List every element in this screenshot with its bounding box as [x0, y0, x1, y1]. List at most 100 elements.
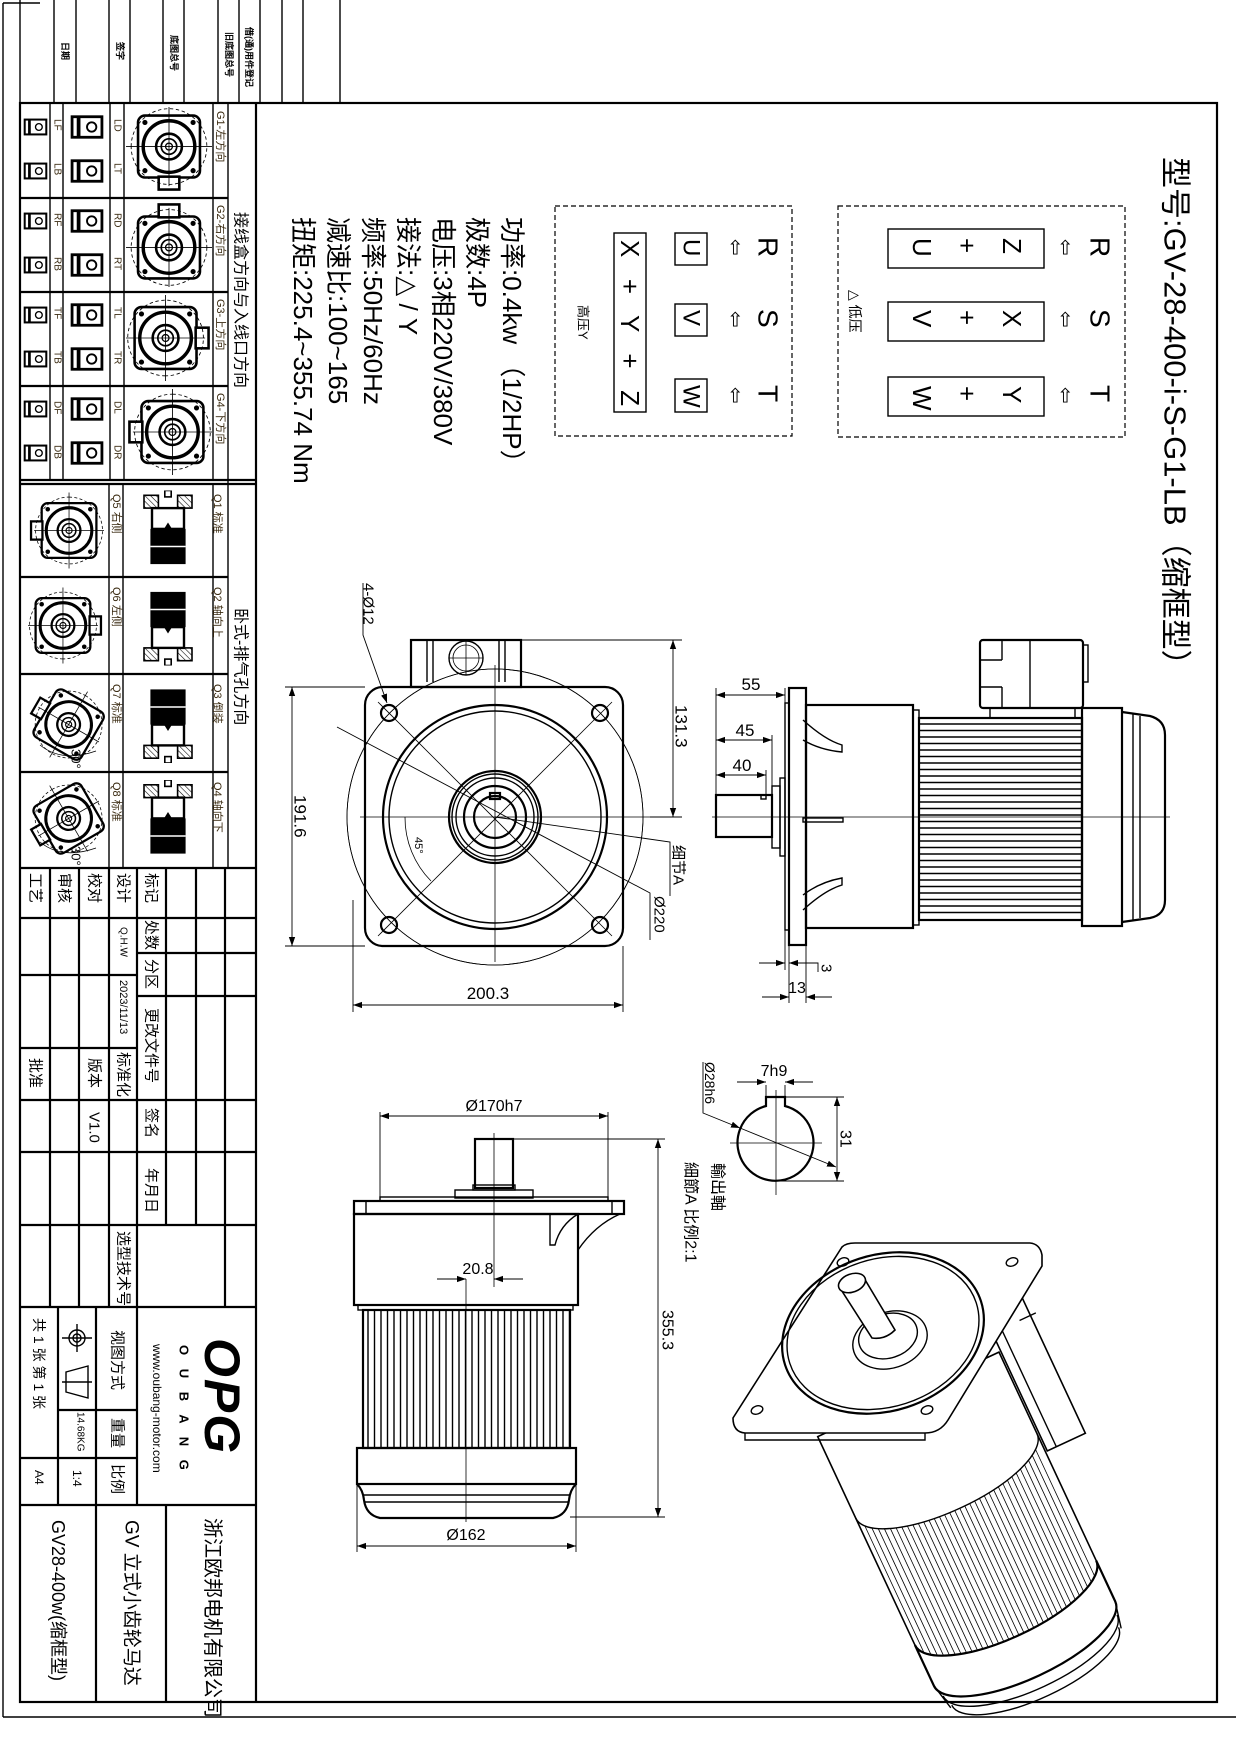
terminal-box-side-icon [70, 159, 104, 183]
top-position-label: Q8 标准 [110, 782, 124, 822]
side-position-label: Q2 轴向上 [211, 587, 225, 638]
side-mount-icon [142, 590, 194, 666]
side-mount-icon [142, 688, 194, 763]
terminal-label: S [1085, 309, 1116, 328]
terminal-label: R [753, 237, 784, 257]
terminal-label: S [753, 309, 784, 328]
fin-line [993, 1489, 1054, 1617]
angle-label: 30° [69, 749, 84, 769]
fin-line [1015, 1472, 1076, 1600]
dim-20-8: 20.8 [462, 1261, 493, 1278]
spec-line: 扭矩:225.4~355.74 Nm [288, 217, 318, 484]
fin-line [917, 1523, 978, 1651]
angle-arc [39, 744, 97, 757]
isometric-view [732, 1242, 1122, 1716]
sheet-frame [2, 2, 1236, 1718]
arrow-icon: ⇦ [1054, 387, 1076, 404]
side-mount-icon [142, 490, 194, 566]
connection-terminal: X [997, 310, 1027, 327]
side-code-label: RT [112, 257, 123, 270]
role-review: 审核 [56, 873, 73, 903]
connection-box [674, 303, 708, 337]
arrow-icon: ⇦ [1054, 311, 1076, 328]
fin-line [949, 1512, 1010, 1640]
fin-line [907, 1525, 967, 1654]
dim-28h6: Ø28h6 [702, 1062, 718, 1104]
angle-label: 30° [69, 846, 84, 866]
terminal-box-end-icon [23, 400, 48, 418]
side-code-label: LD [112, 119, 123, 132]
side-code-label: LT [112, 163, 123, 174]
fin-line [928, 1520, 989, 1648]
fin-line [1028, 1460, 1089, 1588]
low-voltage-terminal: R⇦Z+U [887, 228, 1116, 269]
fin-line [864, 1525, 925, 1654]
table-title: 卧式-排气孔方向 [232, 608, 250, 725]
fin-line [959, 1508, 1020, 1636]
terminal-box-end-icon [23, 162, 48, 180]
elevation-view: Ø170h7 20.8 355.3 Ø162 [352, 1098, 676, 1552]
fin-line [939, 1516, 1000, 1644]
side-position-label: Q1 标准 [211, 494, 225, 534]
company-logo: OPG O U B A N G [177, 1338, 251, 1475]
bolt-holes [379, 703, 610, 935]
terminal-box-end-icon [23, 444, 48, 462]
star-connection: X + Y + Z [615, 240, 645, 406]
flange-front-icon [126, 202, 212, 287]
fin-line [944, 1514, 1005, 1642]
detail-caption-scale: 細節A 比例2:1 [682, 1162, 700, 1263]
side-mount-icon [142, 780, 194, 855]
low-voltage-label: △ 低压 [847, 290, 863, 333]
side-position-label: Q3 倒装 [211, 684, 224, 724]
side-view: 55 45 40 13 3 [712, 638, 1170, 1003]
dim-7h9: 7h9 [761, 1063, 788, 1080]
sheet-count: 共 1 张 第 1 张 [31, 1318, 47, 1409]
arrow-icon: ⇦ [1054, 239, 1076, 256]
fin-line [933, 1518, 994, 1646]
logo-text: OPG [194, 1338, 250, 1455]
high-voltage-terminal: T⇦W [674, 378, 784, 413]
connection-terminal: + [952, 310, 982, 325]
terminal-box [978, 638, 1089, 719]
side-code-label: DR [112, 445, 123, 459]
scale-label: 比例 [109, 1464, 126, 1494]
role-process: 工艺 [27, 873, 44, 903]
header-label: 日期 [60, 42, 71, 60]
fin-line [923, 1521, 984, 1649]
header-label: 签字 [115, 41, 126, 60]
detail-a-label: 细节A [670, 845, 687, 885]
view-method-label: 视图方式 [109, 1330, 126, 1390]
terminal-box [409, 638, 523, 689]
connection-terminal: + [952, 386, 982, 401]
fin-line [974, 1500, 1035, 1629]
side-code-label: DL [112, 401, 123, 414]
weight-value: 14.68KG [75, 1412, 86, 1452]
group-label: G2-右方向 [214, 205, 228, 256]
spec-line: 接法:△ / Y [393, 217, 423, 335]
group-label: G1-左方向 [214, 111, 228, 162]
weight-label: 重量 [109, 1418, 126, 1448]
connection-terminal: Z [997, 238, 1027, 254]
fin-line [997, 1486, 1058, 1614]
fin-line [1035, 1449, 1096, 1577]
connection-box [887, 301, 1045, 342]
dim-angle: 45° [412, 837, 424, 854]
fin-line [1007, 1479, 1067, 1608]
connection-terminal: V [678, 310, 705, 326]
top-view-icon [15, 671, 118, 775]
terminal-box-side-icon [70, 347, 104, 371]
col-zone: 分区 [143, 959, 160, 989]
wiring-high-voltage: R⇦US⇦VT⇦W X + Y + Z 高压Y [554, 205, 793, 437]
header-label: 底图总号 [169, 35, 180, 71]
terminal-box-side-icon [70, 115, 104, 139]
designer-name: Q.H.W [118, 927, 129, 958]
terminal-label: T [753, 385, 784, 402]
dim-355-3: 355.3 [659, 1310, 676, 1350]
end-code-label: DF [52, 401, 63, 414]
top-view-icon [15, 768, 118, 872]
